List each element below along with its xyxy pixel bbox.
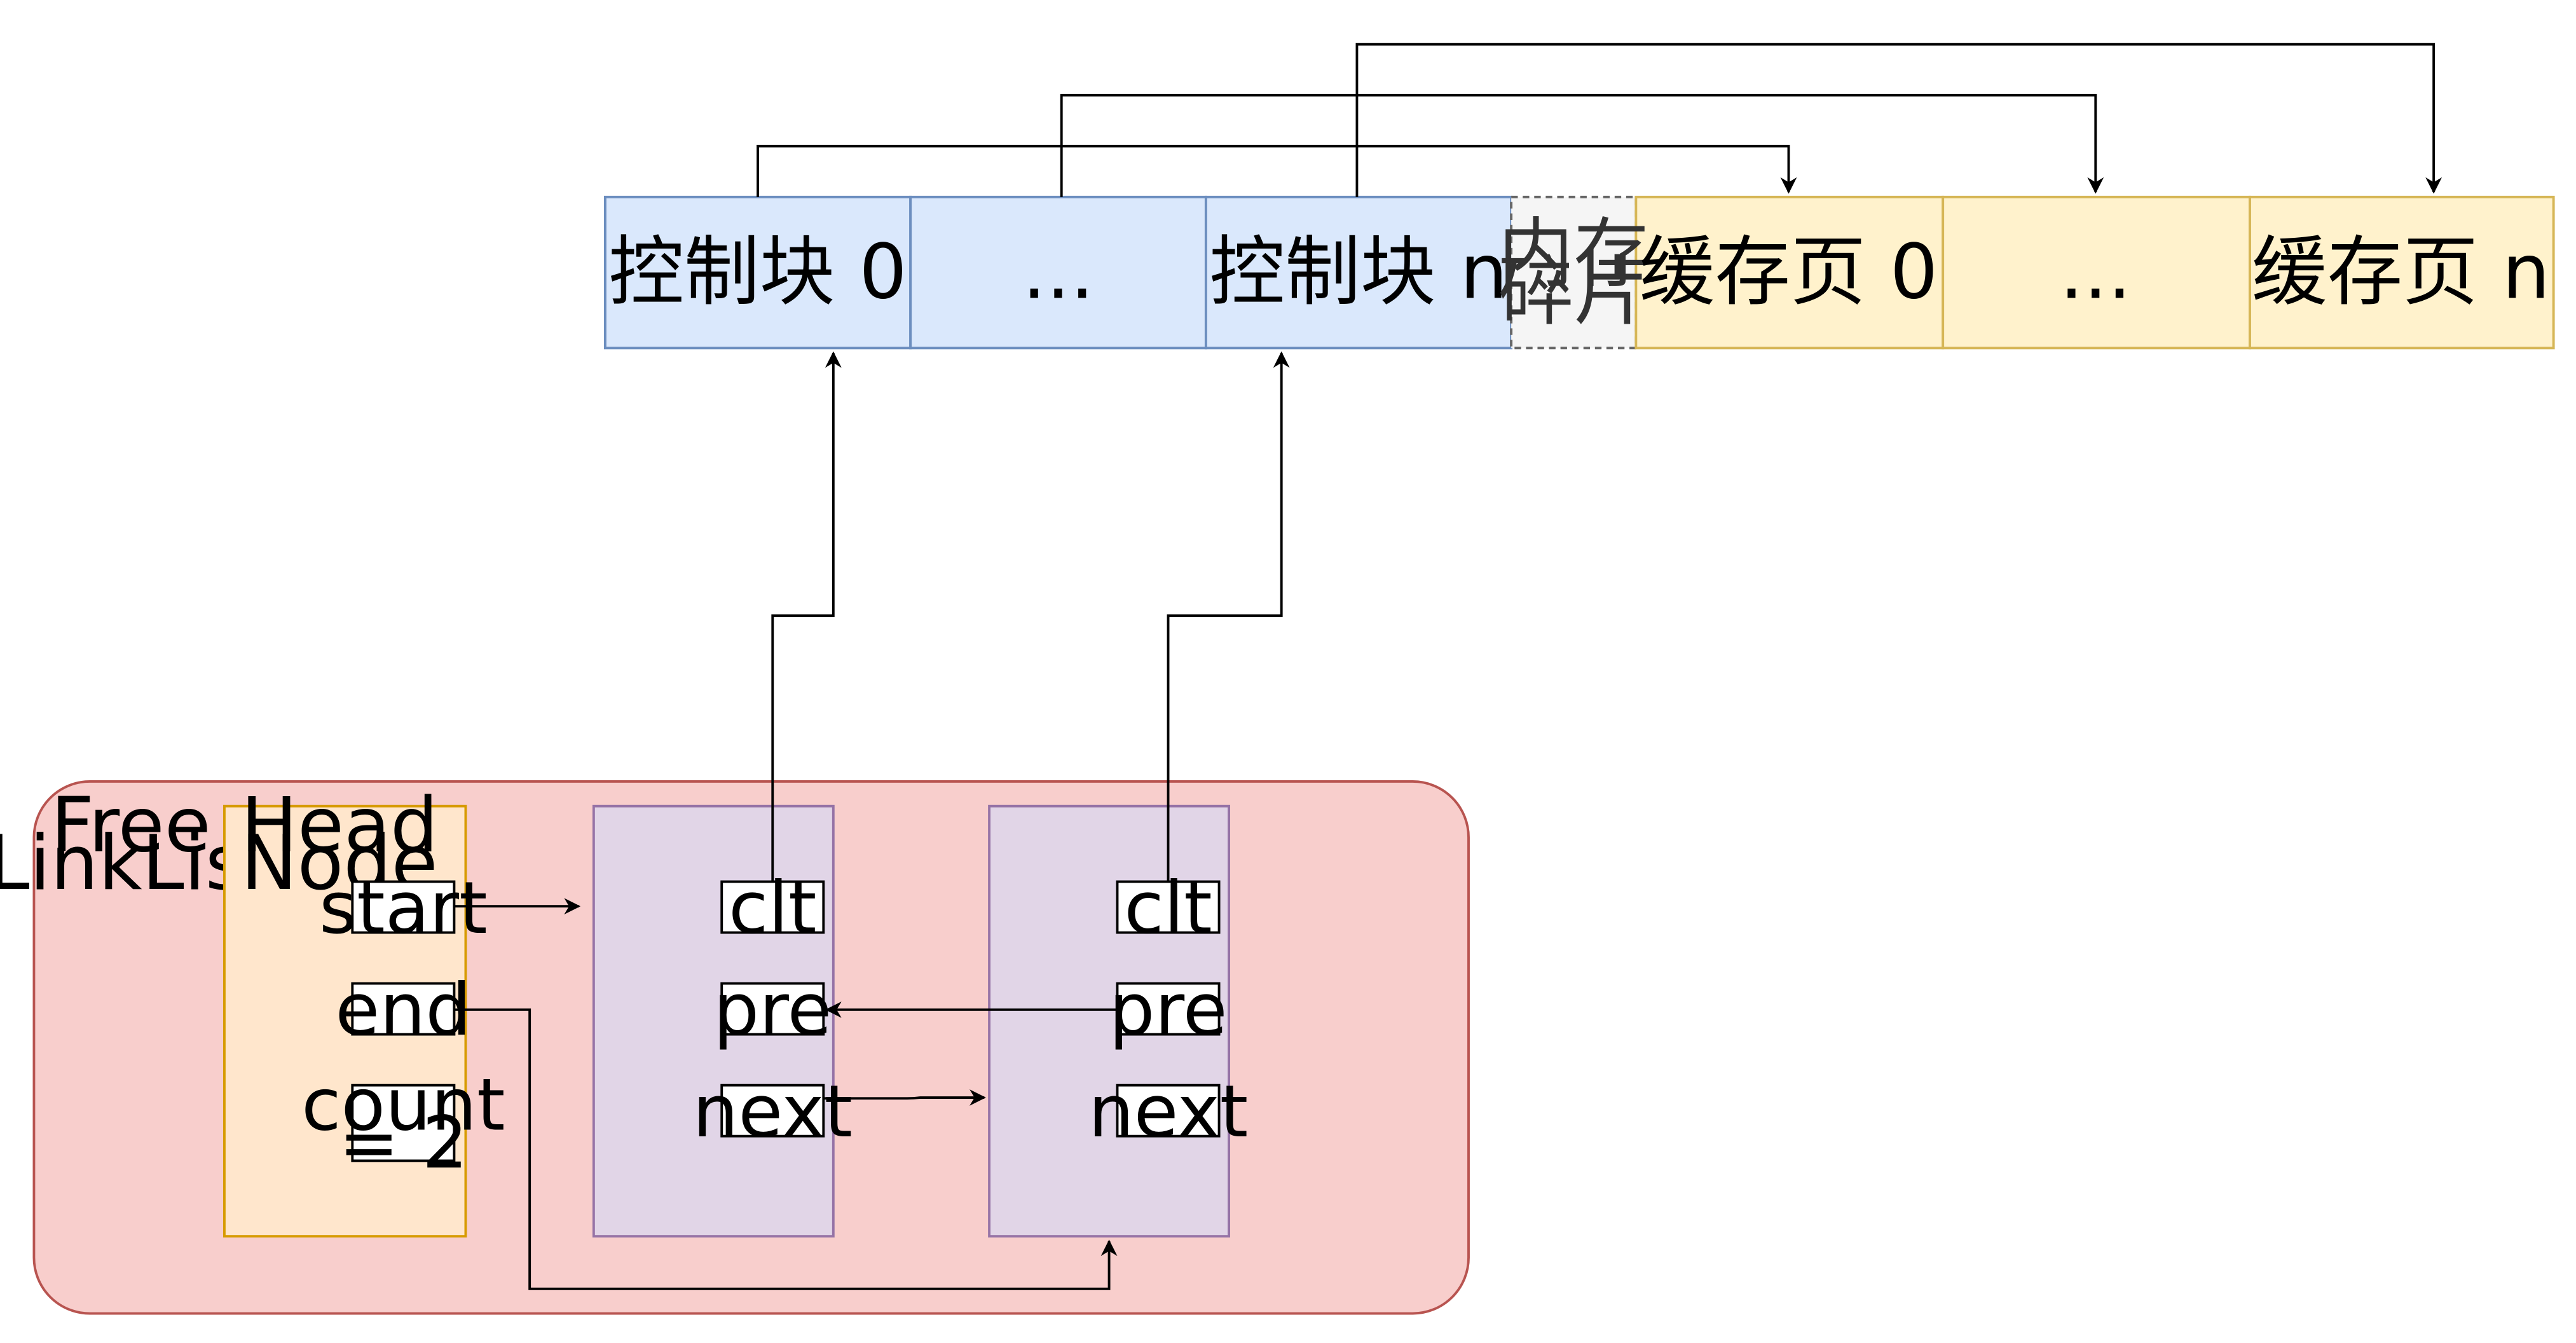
head-end-label: end — [335, 968, 471, 1052]
cache-page-n — [2249, 195, 2555, 350]
node-2-pre-field — [1116, 982, 1221, 1036]
arrow-node-1-clt-to-control-0 — [771, 351, 842, 882]
head-count-label-line1: count — [301, 1063, 505, 1147]
arrow-control-ellipsis-to-cache-ellipsis — [1060, 93, 2104, 197]
control-block-0 — [603, 195, 912, 350]
head-end-field — [351, 982, 456, 1036]
control-block-n — [1204, 195, 1513, 350]
node-1-pre-label: pre — [713, 968, 832, 1052]
fragment-label-line1: 内存 — [1498, 210, 1649, 298]
fragment-label-line2: 碎片 — [1498, 249, 1649, 336]
cache-page-ellipsis-label: ... — [2060, 229, 2132, 317]
head-start-label: start — [319, 866, 488, 950]
arrow-control-0-to-cache-0 — [757, 144, 1797, 197]
cache-page-ellipsis — [1942, 195, 2251, 350]
node-2-next-label: next — [1088, 1070, 1249, 1154]
node-1-next-label: next — [692, 1070, 853, 1154]
control-block-0-label: 控制块 0 — [608, 229, 907, 317]
free-linklist-title-line1: Free — [51, 782, 211, 870]
arrow-control-n-to-cache-n — [1355, 43, 2442, 197]
control-to-cache-arrows — [757, 43, 2442, 197]
node-2-pre-label: pre — [1109, 968, 1227, 1052]
node-1-pre-field — [720, 982, 825, 1036]
control-block-ellipsis-label: ... — [1022, 229, 1094, 317]
free-linklist: Free LinkList Head Node start end count … — [0, 780, 1470, 1315]
arrow-end-to-node-2 — [454, 1008, 1118, 1290]
head-node-title-line1: Head — [241, 782, 439, 870]
memory-layout-row: 控制块 0 ... 控制块 n 内存 碎片 缓存页 0 ... 缓存页 n — [603, 195, 2555, 350]
cache-page-n-label: 缓存页 n — [2252, 229, 2550, 317]
arrow-node-2-clt-to-control-n — [1167, 351, 1290, 882]
head-start-field — [351, 880, 456, 934]
head-count-field — [351, 1084, 456, 1162]
cache-page-0-label: 缓存页 0 — [1640, 229, 1938, 317]
linklist-arrows — [454, 351, 1290, 1290]
node-1-next-field — [720, 1084, 825, 1138]
head-count-label-line2: = 2 — [339, 1101, 469, 1185]
control-block-ellipsis — [909, 195, 1207, 350]
node-2-next-field — [1116, 1084, 1221, 1138]
cache-page-0 — [1634, 195, 1945, 350]
control-block-n-label: 控制块 n — [1209, 229, 1507, 317]
